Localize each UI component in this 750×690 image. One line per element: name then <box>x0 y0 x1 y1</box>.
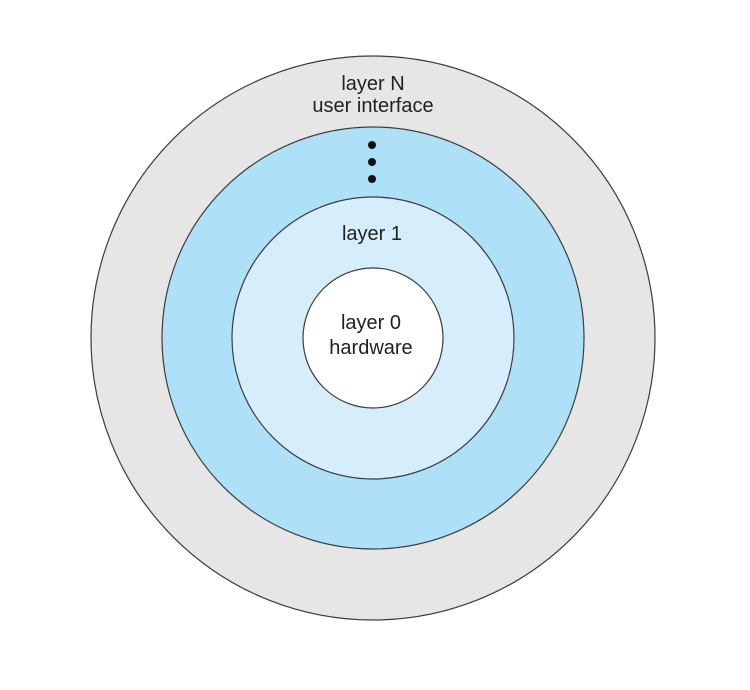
layer-0-ring <box>302 267 444 409</box>
layer-n-label: layer N <box>341 73 404 95</box>
layer-0-label: layer 0 <box>341 312 401 334</box>
ellipsis-dot <box>368 158 376 166</box>
ellipsis-dots <box>368 141 376 183</box>
layer-0-sublabel: hardware <box>329 337 412 359</box>
layer-n-sublabel: user interface <box>312 95 433 117</box>
ellipsis-dot <box>368 141 376 149</box>
layer-1-label: layer 1 <box>342 223 402 245</box>
ellipsis-dot <box>368 175 376 183</box>
